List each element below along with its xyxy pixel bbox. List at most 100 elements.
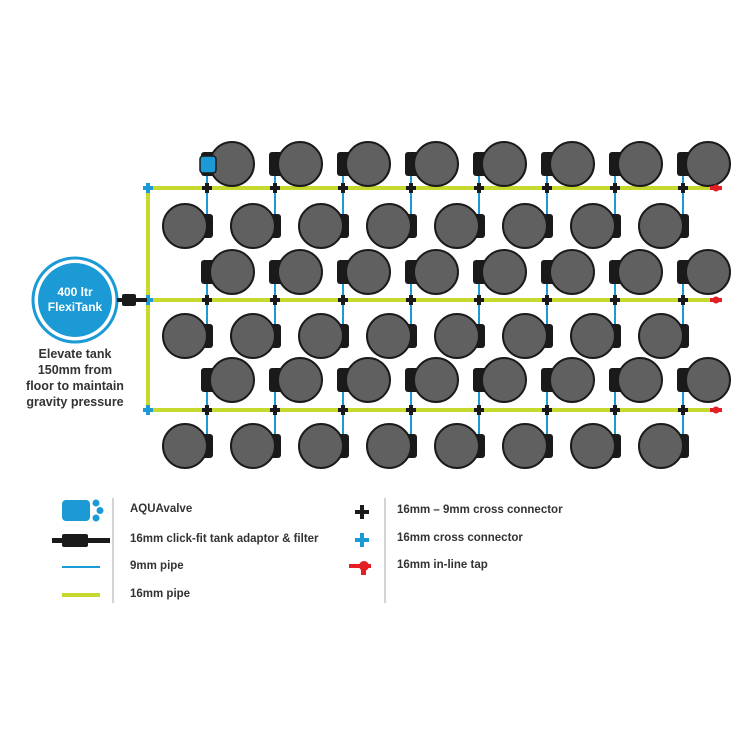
cross-connector-horizontal [474, 298, 484, 302]
pot [481, 249, 527, 295]
pot [570, 313, 616, 359]
pot [502, 423, 548, 469]
pot [162, 423, 208, 469]
pot [434, 313, 480, 359]
cross-connector-horizontal [678, 298, 688, 302]
pot [230, 313, 276, 359]
note-line3: floor to maintain [26, 379, 124, 393]
pot [298, 203, 344, 249]
cross-connector-horizontal [406, 298, 416, 302]
pot [617, 249, 663, 295]
cross-connector-16-9-icon [355, 505, 369, 519]
pot [345, 249, 391, 295]
pot [230, 423, 276, 469]
cross-connector-horizontal [678, 408, 688, 412]
pot [685, 249, 731, 295]
cross-connector-horizontal [610, 298, 620, 302]
flexitank-label-line2: FlexiTank [48, 300, 103, 314]
legend-label-adaptor: 16mm click-fit tank adaptor & filter [130, 533, 319, 545]
pot [502, 313, 548, 359]
note-line1: Elevate tank [38, 347, 112, 361]
cross-connector-16-icon [355, 533, 369, 547]
pot [481, 141, 527, 187]
tap-handle [712, 184, 720, 192]
cross-connector-horizontal [542, 186, 552, 190]
cross-connector-horizontal [338, 408, 348, 412]
adaptor-filter-icon [52, 534, 110, 547]
pot [162, 203, 208, 249]
cross-connector-horizontal [202, 298, 212, 302]
cross-connector-horizontal [406, 186, 416, 190]
pot [481, 357, 527, 403]
pots [162, 141, 731, 469]
cross-connector-horizontal [202, 186, 212, 190]
cross-connector-horizontal [474, 408, 484, 412]
cross-connector-horizontal [202, 408, 212, 412]
note-line2: 150mm from [37, 363, 113, 377]
pot [277, 249, 323, 295]
pot [413, 357, 459, 403]
pot [209, 357, 255, 403]
in-line-taps [710, 184, 722, 414]
cross-connector-horizontal [678, 186, 688, 190]
pot [434, 203, 480, 249]
cross-connector-horizontal [338, 186, 348, 190]
cross-connector-horizontal [474, 186, 484, 190]
pot [570, 203, 616, 249]
pot [617, 141, 663, 187]
in-line-tap-icon [349, 561, 371, 575]
pot [366, 313, 412, 359]
pot [638, 423, 684, 469]
legend-label-cross-16-9: 16mm – 9mm cross connector [397, 504, 563, 516]
flexitank-label-line1: 400 ltr [57, 285, 93, 299]
flexitank-body [38, 263, 112, 337]
cross-connector-horizontal [610, 186, 620, 190]
flexitank: 400 ltr FlexiTank [31, 256, 119, 344]
cross-connector-horizontal [270, 186, 280, 190]
pot [549, 141, 595, 187]
aquavalve-icon [62, 499, 104, 522]
cross-connector-horizontal [610, 408, 620, 412]
legend-label-9mm-pipe: 9mm pipe [130, 560, 184, 572]
pot [298, 423, 344, 469]
pot [277, 357, 323, 403]
nine-mm-pipes [206, 164, 684, 446]
pot [298, 313, 344, 359]
feed-cross-connector-horizontal [143, 298, 153, 302]
legend-label-aquavalve: AQUAvalve [130, 503, 193, 515]
pot [549, 357, 595, 403]
feed-cross-connector-horizontal [143, 408, 153, 412]
pot [638, 313, 684, 359]
pot [413, 249, 459, 295]
pot [230, 203, 276, 249]
pot [502, 203, 548, 249]
pot [549, 249, 595, 295]
feed-cross-connector-horizontal [143, 186, 153, 190]
legend-label-tap: 16mm in-line tap [397, 559, 488, 571]
cross-connector-horizontal [270, 298, 280, 302]
cross-connector-horizontal [270, 408, 280, 412]
pot [685, 357, 731, 403]
tank-elevation-note: Elevate tank 150mm from floor to maintai… [14, 346, 136, 410]
cross-connector-horizontal [338, 298, 348, 302]
pot [685, 141, 731, 187]
cross-connector-horizontal [542, 408, 552, 412]
pot [570, 423, 616, 469]
pot [209, 249, 255, 295]
pot [345, 141, 391, 187]
tap-handle [712, 296, 720, 304]
pot [638, 203, 684, 249]
aquavalve-unit [199, 155, 217, 174]
pot [434, 423, 480, 469]
pot [366, 423, 412, 469]
note-line4: gravity pressure [26, 395, 124, 409]
connectors [143, 183, 688, 415]
tap-handle [712, 406, 720, 414]
cross-connector-horizontal [542, 298, 552, 302]
pot [366, 203, 412, 249]
legend-label-cross-16: 16mm cross connector [397, 532, 523, 544]
legend-label-16mm-pipe: 16mm pipe [130, 588, 191, 600]
pot [277, 141, 323, 187]
tank-adaptor-filter [117, 294, 147, 306]
